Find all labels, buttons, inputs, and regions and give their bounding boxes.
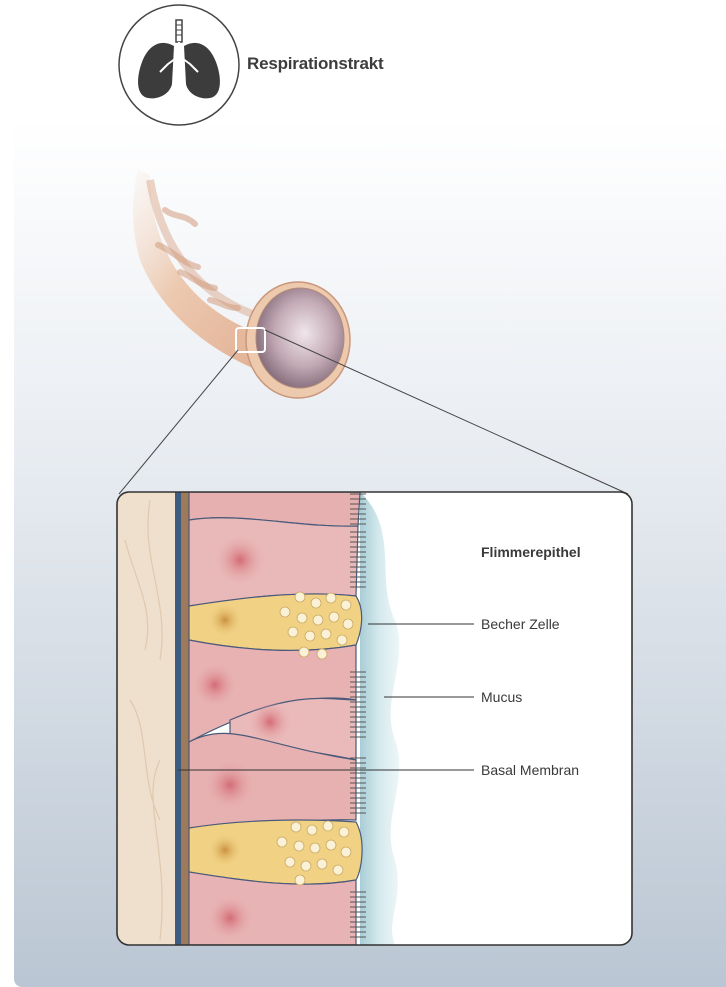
goblet-cell-label: Becher Zelle [481,616,560,632]
zoom-lines [119,330,628,494]
airway-tube [133,170,350,398]
lungs-icon [119,5,239,125]
page-title: Respirationstrakt [247,54,383,74]
detail-heading: Flimmerepithel [481,544,581,560]
mucus-label: Mucus [481,689,522,705]
basal-membrane-label: Basal Membran [481,762,579,778]
